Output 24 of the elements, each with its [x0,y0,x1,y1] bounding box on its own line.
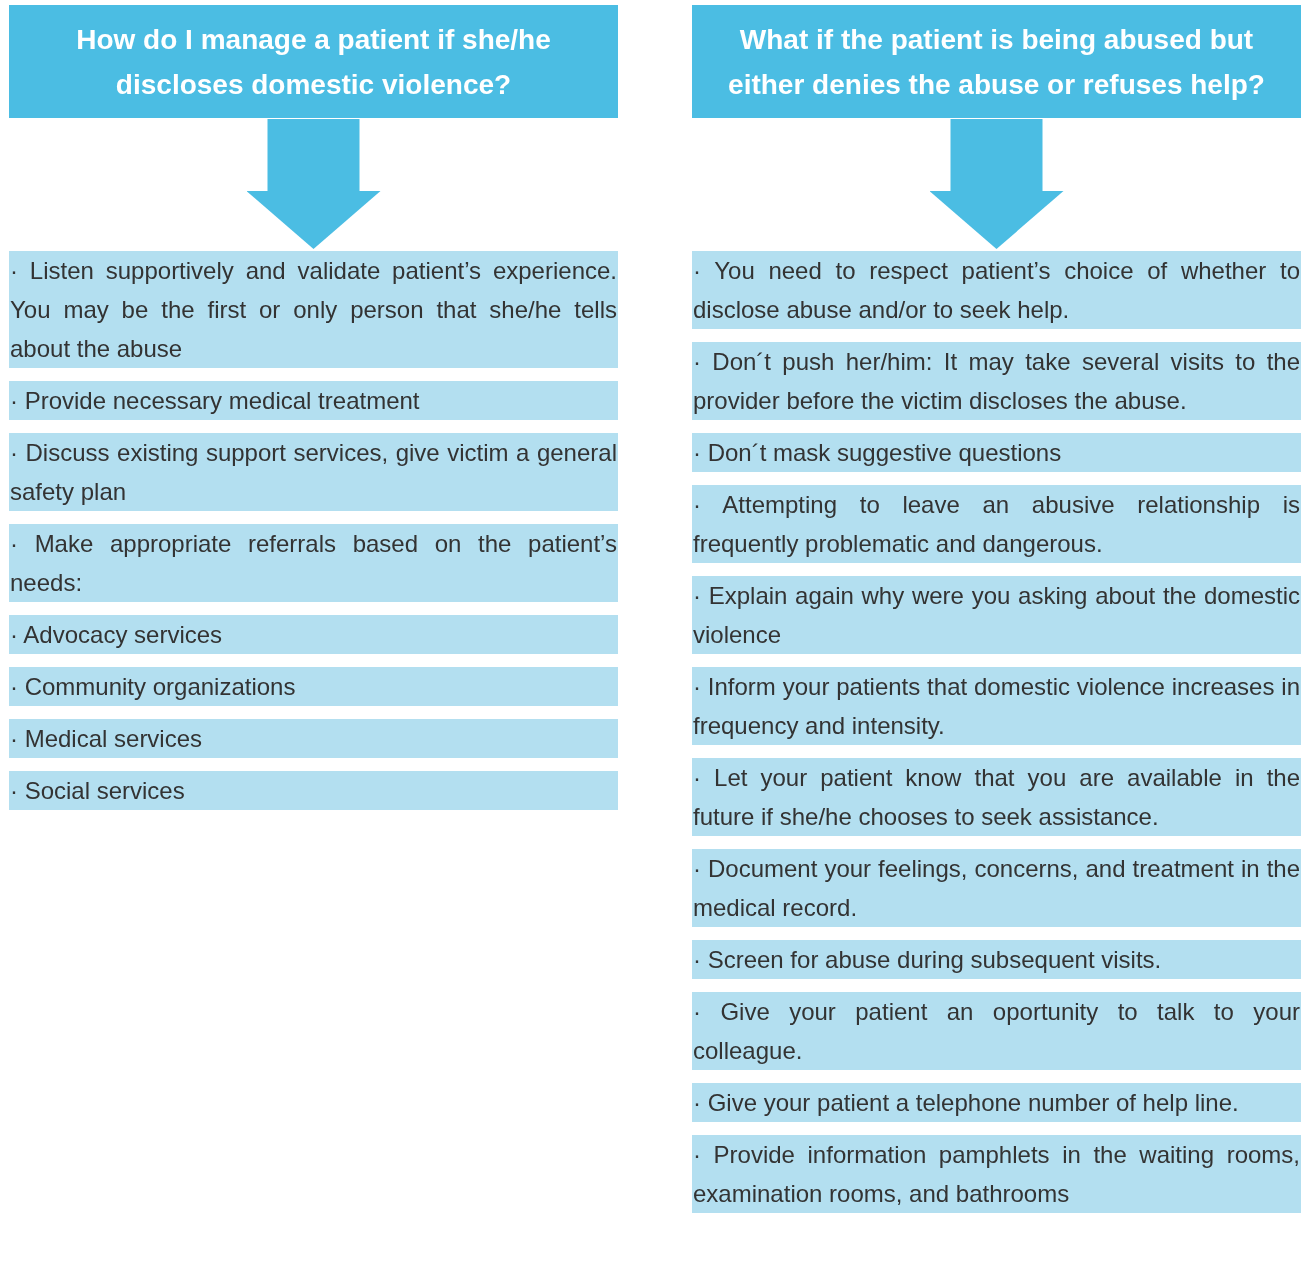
down-arrow [246,119,381,249]
advice-item: · Provide necessary medical treatment [9,381,618,420]
advice-item: · Make appropriate referrals based on the patient’s needs: [9,524,618,602]
advice-item: · Attempting to leave an abusive relationship is frequently problematic and dangerous. [692,485,1301,563]
advice-item: · Screen for abuse during subsequent visits. [692,940,1301,979]
down-arrow [929,119,1064,249]
advice-item: · Community organizations [9,667,618,706]
advice-item: · Give your patient a telephone number of help line. [692,1083,1301,1122]
advice-item: · Medical services [9,719,618,758]
advice-item: · Let your patient know that you are available in the future if she/he chooses to seek assistance. [692,758,1301,836]
advice-item: · Discuss existing support services, give victim a general safety plan [9,433,618,511]
question-header: What if the patient is being abused but either denies the abuse or refuses help? [692,5,1301,118]
advice-item: · Don´t mask suggestive questions [692,433,1301,472]
advice-item: · Give your patient an oportunity to talk to your colleague. [692,992,1301,1070]
advice-item: · Listen supportively and validate patient’s experience. You may be the first or only person that she/he tells about the abuse [9,251,618,368]
advice-item: · Social services [9,771,618,810]
advice-item: · Don´t push her/him: It may take several visits to the provider before the victim discloses the abuse. [692,342,1301,420]
advice-item: · Advocacy services [9,615,618,654]
advice-item: · Inform your patients that domestic violence increases in frequency and intensity. [692,667,1301,745]
advice-item: · Explain again why were you asking about the domestic violence [692,576,1301,654]
question-header: How do I manage a patient if she/he discloses domestic violence? [9,5,618,118]
advice-item: · You need to respect patient’s choice of whether to disclose abuse and/or to seek help. [692,251,1301,329]
advice-item: · Provide information pamphlets in the waiting rooms, examination rooms, and bathrooms [692,1135,1301,1213]
advice-item: · Document your feelings, concerns, and treatment in the medical record. [692,849,1301,927]
